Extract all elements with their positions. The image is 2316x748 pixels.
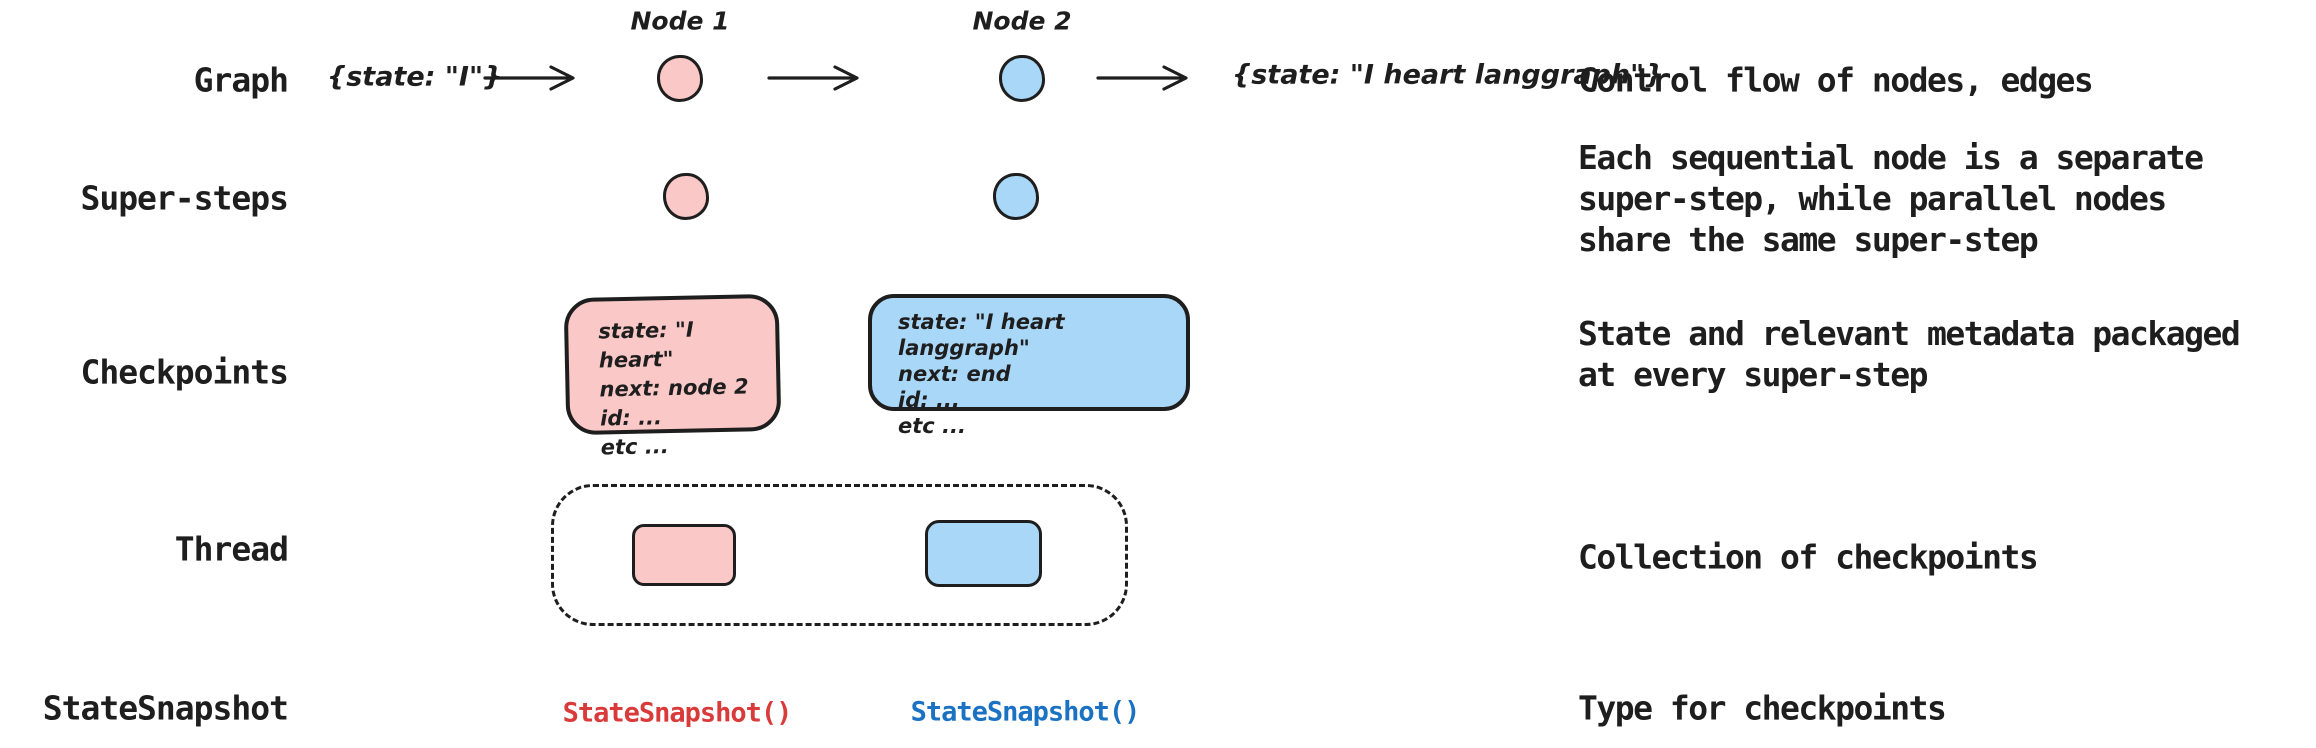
row-label-graph: Graph (193, 60, 289, 100)
supersteps-description-line2: super-step, while parallel nodes (1578, 179, 2167, 218)
thread-pink-checkpoint (632, 524, 736, 586)
arrow-node1-to-node2 (767, 62, 867, 94)
checkpoints-description: State and relevant metadata packaged at … (1578, 313, 2241, 395)
checkpoint-blue-line1: state: "I heart langgraph" (898, 310, 1065, 360)
node2-circle (999, 55, 1045, 102)
checkpoint-blue-line4: etc ... (898, 414, 966, 438)
row-label-super-steps: Super-steps (80, 178, 289, 218)
checkpoint-pink-line4: etc ... (600, 434, 669, 460)
checkpoint-blue-line3: id: ... (898, 388, 960, 412)
graph-output-state: {state: "I heart langgraph"} (1232, 59, 1664, 91)
statesnapshot-blue-code: StateSnapshot() (910, 696, 1141, 728)
checkpoint-pink-line1: state: "I heart" (598, 317, 694, 373)
graph-description: Control flow of nodes, edges (1578, 60, 2094, 100)
row-label-checkpoints: Checkpoints (80, 352, 289, 392)
checkpoints-description-line2: at every super-step (1578, 355, 1929, 394)
supersteps-description-line3: share the same super-step (1578, 220, 2039, 259)
row-label-statesnapshot: StateSnapshot (42, 688, 289, 728)
checkpoint-blue-line2: next: end (898, 362, 1011, 386)
row-label-thread: Thread (174, 529, 289, 569)
checkpoint-blue-content: state: "I heart langgraph" next: end id:… (872, 298, 1186, 447)
node1-label: Node 1 (630, 6, 730, 36)
supersteps-description-line1: Each sequential node is a separate (1578, 138, 2204, 177)
graph-input-state: {state: "I"} (327, 61, 503, 93)
node1-circle (657, 55, 703, 102)
node2-label: Node 2 (972, 6, 1072, 36)
checkpoint-pink-box: state: "I heart" next: node 2 id: ... et… (563, 293, 782, 460)
statesnapshot-description: Type for checkpoints (1578, 688, 1947, 728)
superstep-blue-circle (993, 173, 1039, 220)
checkpoints-description-line1: State and relevant metadata packaged (1578, 314, 2241, 353)
thread-dashed-container (551, 484, 1128, 626)
supersteps-description: Each sequential node is a separate super… (1578, 137, 2204, 260)
checkpoint-pink-line3: id: ... (599, 405, 663, 431)
thread-blue-checkpoint (925, 520, 1042, 587)
thread-description: Collection of checkpoints (1578, 537, 2039, 577)
statesnapshot-pink-code: StateSnapshot() (562, 697, 793, 729)
arrow-input-to-node1 (483, 62, 583, 94)
superstep-pink-circle (663, 173, 709, 220)
checkpoint-pink-line2: next: node 2 (599, 374, 749, 402)
checkpoint-blue-box: state: "I heart langgraph" next: end id:… (868, 294, 1190, 438)
checkpoint-pink-content: state: "I heart" next: node 2 id: ... et… (568, 298, 778, 471)
arrow-node2-to-output (1096, 62, 1196, 94)
